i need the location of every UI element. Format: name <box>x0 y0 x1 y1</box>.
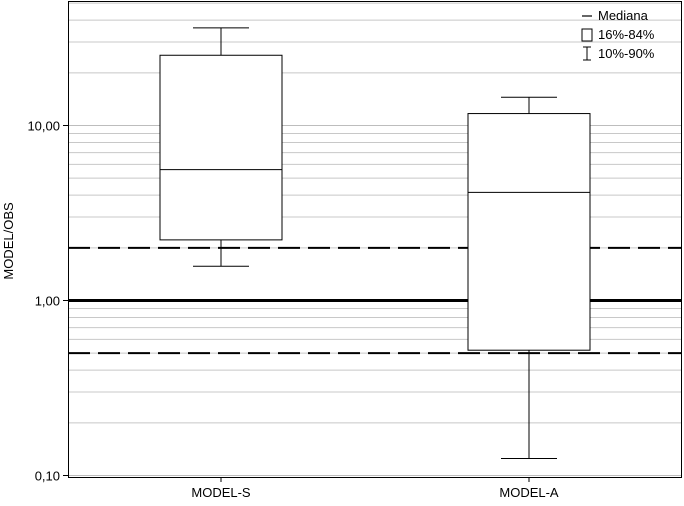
x-tick-label: MODEL-A <box>499 485 559 500</box>
y-tick-label: 10,00 <box>27 119 60 134</box>
box-model-s <box>159 27 283 267</box>
y-tick-label: 1,00 <box>35 294 60 309</box>
y-tick-label: 0,10 <box>35 469 60 484</box>
legend-box-icon <box>581 28 593 42</box>
x-tick-label: MODEL-S <box>191 485 251 500</box>
box-16-84 <box>159 54 283 241</box>
legend-label: 10%-90% <box>598 46 655 61</box>
legend-label: Mediana <box>598 8 649 23</box>
plot-frame <box>68 1 682 478</box>
legend-item: 16%-84% <box>581 27 655 42</box>
boxes <box>159 27 591 460</box>
legend-item: 10%-90% <box>583 46 655 61</box>
legend-label: 16%-84% <box>598 27 655 42</box>
box-16-84 <box>467 113 591 351</box>
legend-item: Mediana <box>582 8 649 23</box>
y-axis-label: MODEL/OBS <box>1 202 16 280</box>
legend: Mediana 16%-84% 10%-90% <box>581 8 655 61</box>
box-model-a <box>467 96 591 460</box>
